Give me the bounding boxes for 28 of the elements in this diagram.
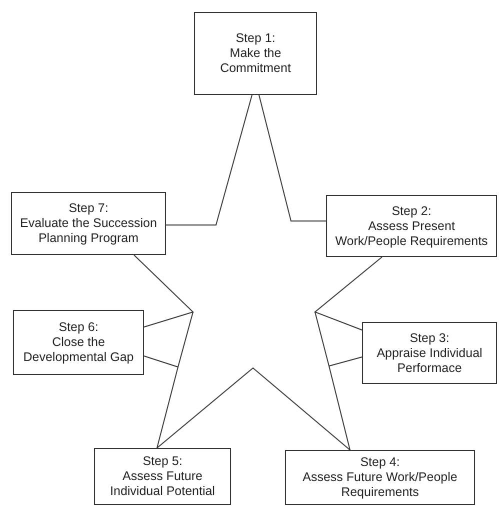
star-outline-line	[144, 312, 194, 448]
step-number: Step 3:	[410, 330, 450, 346]
step-number: Step 2:	[392, 204, 432, 218]
step-title: Make the Commitment	[219, 46, 292, 76]
step-number: Step 6:	[58, 320, 98, 335]
step-box	[13, 310, 144, 375]
step-number: Step 1:	[236, 31, 276, 46]
star-outline-line	[258, 94, 326, 222]
step-number: Step 4:	[360, 455, 400, 470]
step-title: Assess Future Individual Potential	[109, 469, 216, 499]
step-title: Close the Developmental Gap	[22, 335, 135, 365]
step-title: Assess Future Work/People Requirements	[302, 470, 458, 500]
step-number: Step 7:	[68, 201, 108, 216]
step-box	[326, 195, 497, 257]
star-outline-line	[314, 312, 362, 450]
step-title: Appraise Individual Performace	[376, 346, 484, 376]
star-outline-line	[166, 94, 252, 226]
step-title: Evaluate the Succession Planning Program	[19, 216, 158, 246]
step-box	[94, 448, 231, 505]
star-outline-line	[314, 256, 382, 330]
star-outline-line	[134, 254, 194, 328]
star-outline-line	[156, 367, 350, 450]
step-title: Assess Present Work/People Requirements	[334, 218, 489, 248]
step-box	[11, 192, 166, 255]
step-box	[285, 450, 475, 505]
step-box	[362, 322, 497, 384]
step-number: Step 5:	[142, 454, 182, 469]
step-box	[194, 12, 317, 95]
